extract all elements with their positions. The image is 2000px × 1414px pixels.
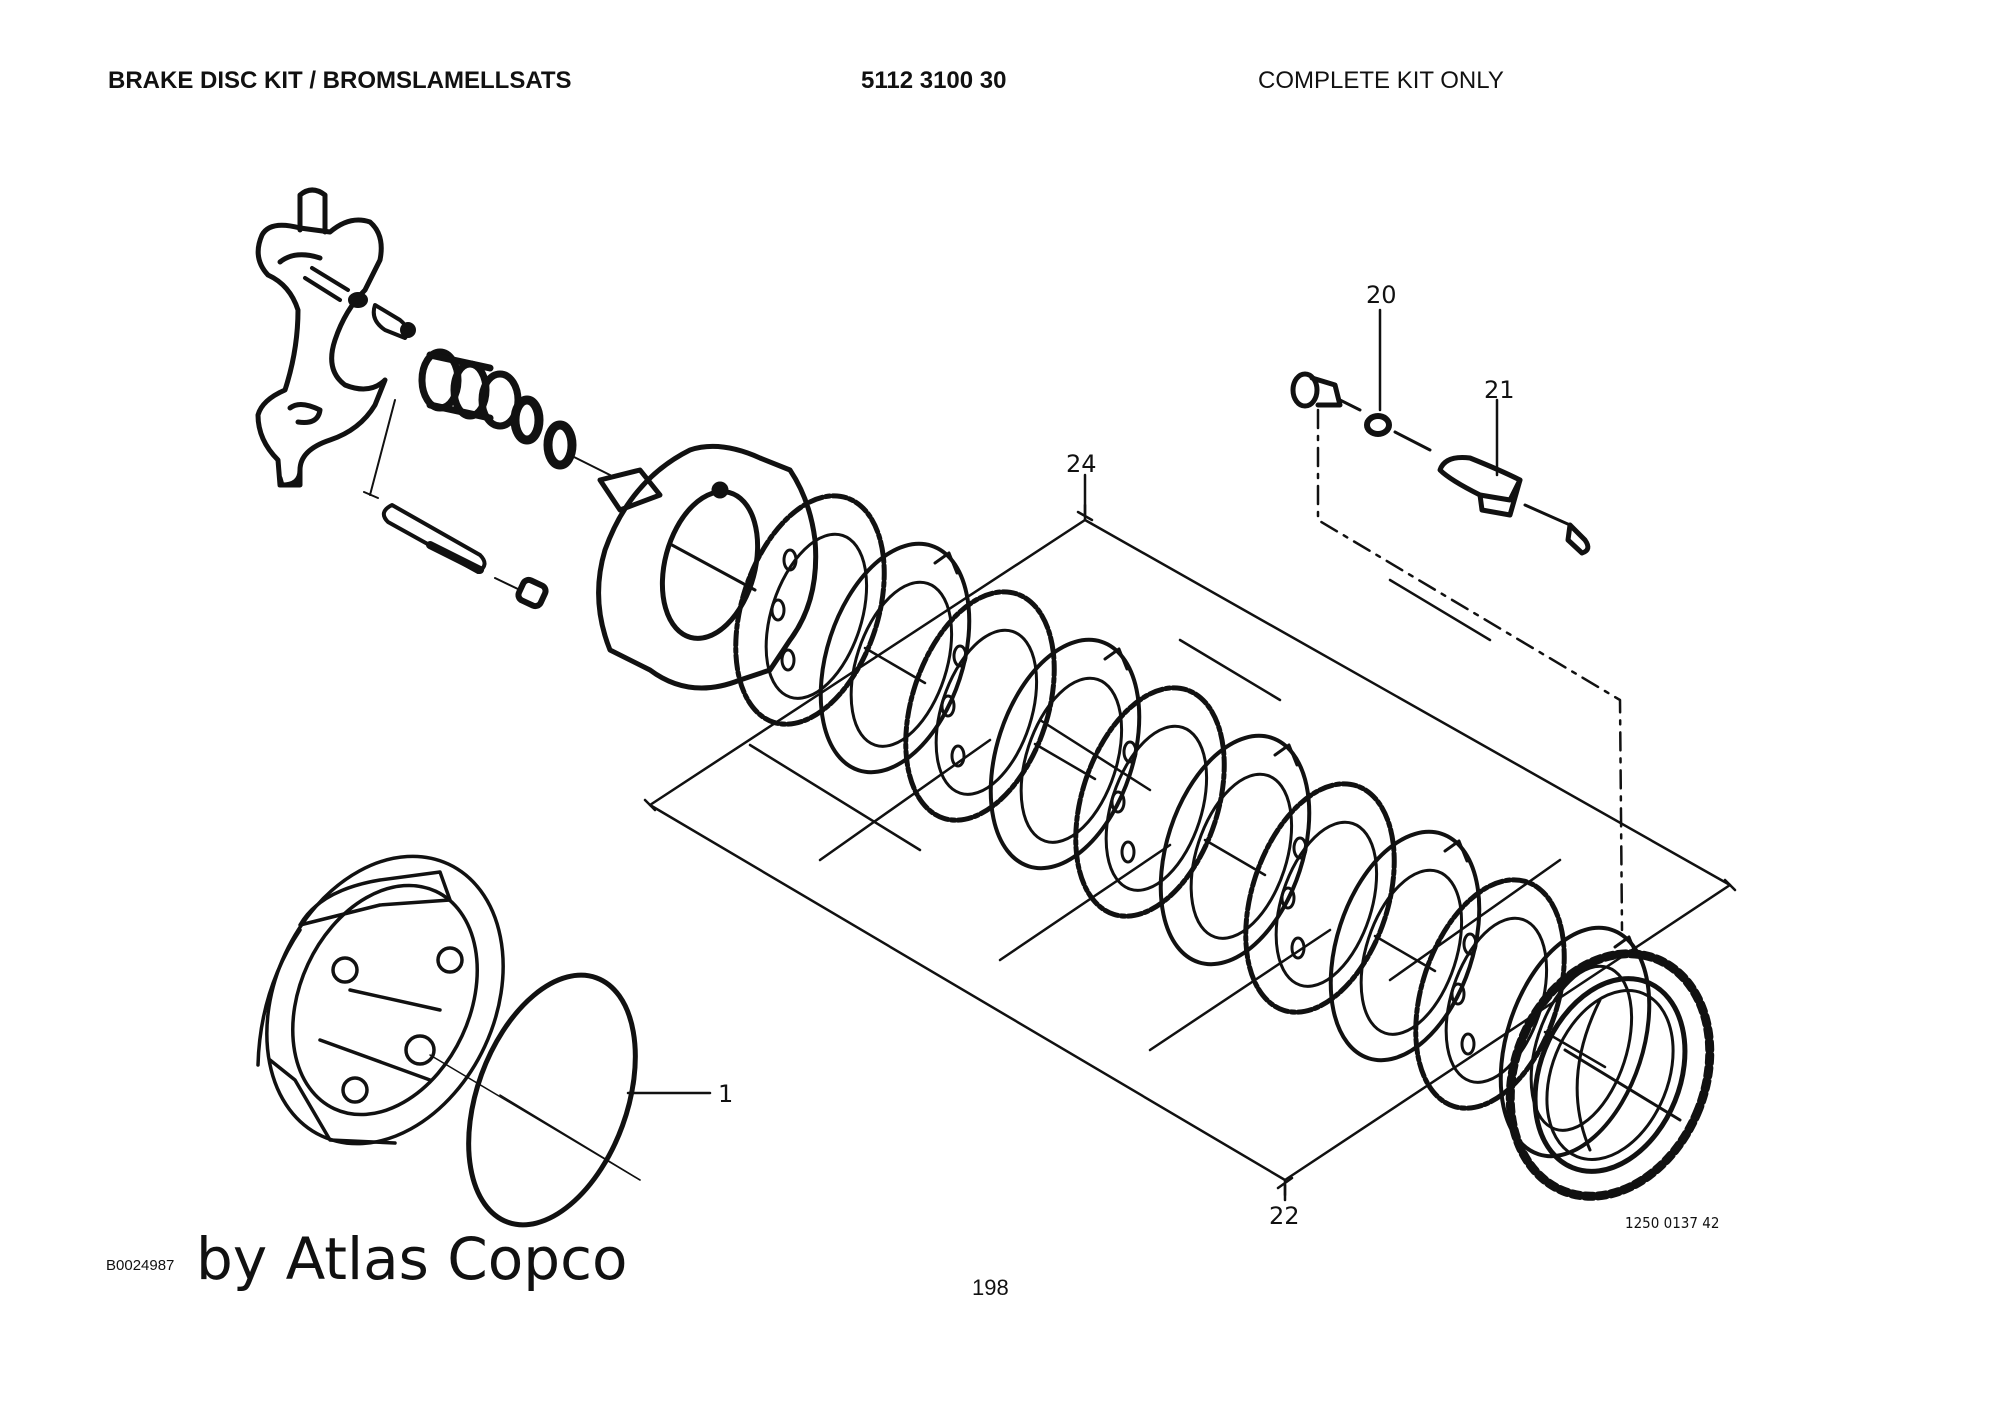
sensor-fitting — [1290, 371, 1624, 932]
disc-stack — [733, 493, 1652, 1159]
part-number: 5112 3100 30 — [861, 67, 1007, 94]
drawing-reference: 1250 0137 42 — [1625, 1214, 1719, 1232]
callout-20: 20 — [1366, 281, 1397, 309]
caliper-housing — [255, 187, 388, 488]
page-title: BRAKE DISC KIT / BROMSLAMELLSATS — [108, 67, 572, 94]
leader-lines — [499, 308, 1499, 1202]
o-ring — [429, 972, 641, 1228]
steel-disc — [988, 637, 1142, 871]
steel-disc — [1158, 733, 1312, 967]
pressure-plate — [596, 443, 819, 691]
callout-24: 24 — [1066, 450, 1097, 478]
adjuster-pin — [303, 266, 416, 340]
brand-watermark: by Atlas Copco — [196, 1225, 628, 1293]
friction-disc — [1073, 685, 1227, 919]
assembly-frame — [643, 503, 1737, 1197]
kit-note: COMPLETE KIT ONLY — [1258, 67, 1504, 94]
steel-disc — [1328, 829, 1482, 1063]
callout-21: 21 — [1484, 376, 1515, 404]
document-id: B0024987 — [106, 1257, 175, 1274]
friction-disc — [733, 493, 887, 727]
steel-disc — [818, 541, 972, 775]
toothed-ring — [1505, 949, 1715, 1201]
friction-disc — [1413, 877, 1567, 1111]
friction-disc — [1243, 781, 1397, 1015]
page-number: 198 — [972, 1275, 1009, 1300]
callout-1: 1 — [718, 1080, 733, 1108]
steel-disc — [1498, 925, 1652, 1159]
piston-and-seals — [418, 348, 611, 476]
brake-housing — [256, 854, 505, 1146]
friction-disc — [903, 589, 1057, 823]
guide-pin — [363, 399, 549, 610]
callout-22: 22 — [1269, 1202, 1300, 1230]
